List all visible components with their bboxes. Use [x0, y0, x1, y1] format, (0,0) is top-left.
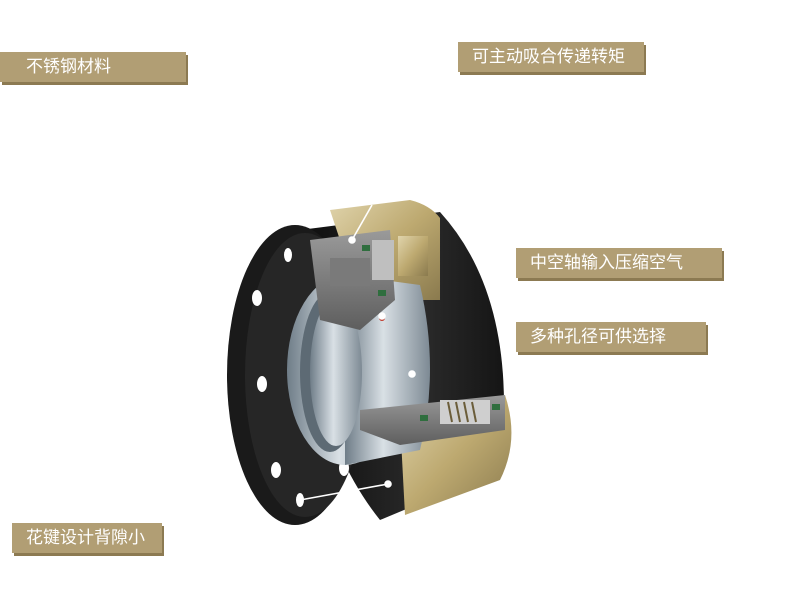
callout-text: 中空轴输入压缩空气 — [530, 253, 683, 273]
callout-text: 多种孔径可供选择 — [530, 327, 666, 347]
leader-lines — [299, 204, 416, 501]
callout-hollow-shaft-air: 中空轴输入压缩空气 — [516, 248, 722, 278]
callout-text: 可主动吸合传递转矩 — [472, 47, 625, 67]
callout-text: 花键设计背隙小 — [26, 528, 145, 548]
spring-icon — [447, 401, 477, 423]
callout-bore-options: 多种孔径可供选择 — [516, 322, 706, 352]
callout-active-torque: 可主动吸合传递转矩 — [458, 42, 644, 72]
callout-spline-backlash: 花键设计背隙小 — [12, 523, 162, 553]
callout-text: 不锈钢材料 — [26, 57, 111, 77]
callout-stainless-steel: 不锈钢材料 — [0, 52, 186, 82]
